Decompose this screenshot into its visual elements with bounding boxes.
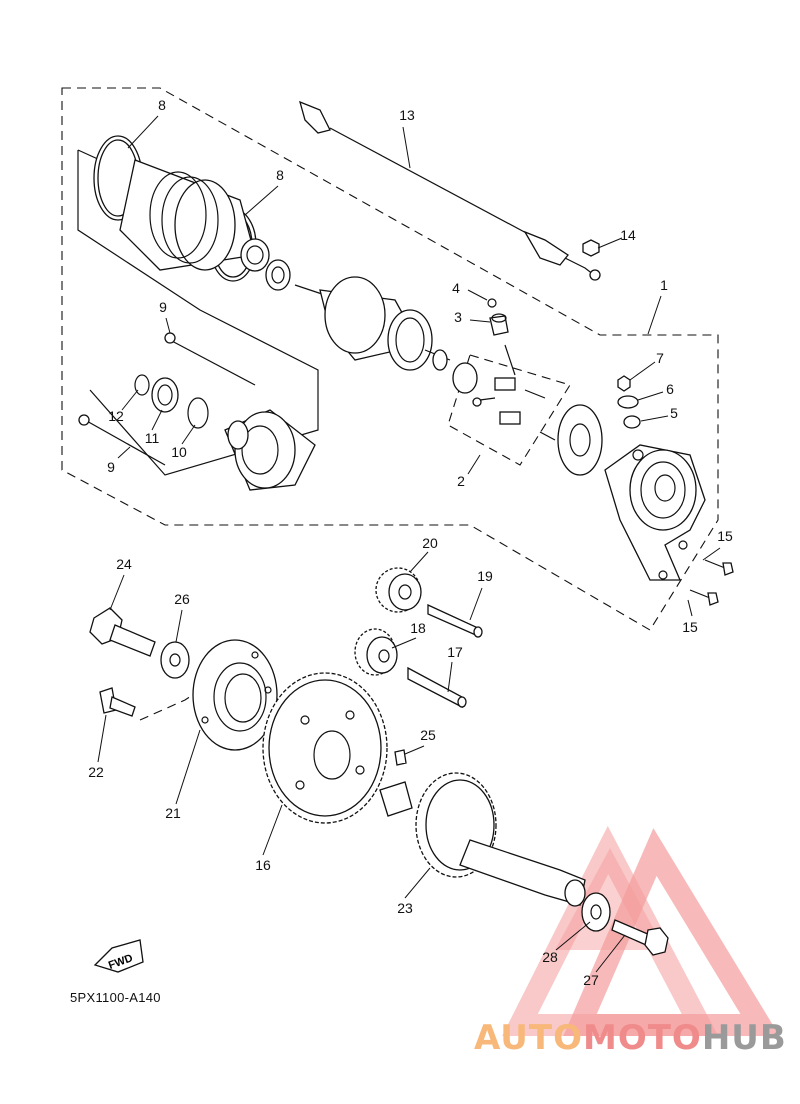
callout-c7: 7	[656, 350, 664, 366]
callout-c14: 14	[620, 227, 636, 243]
callout-labels: 1234567889910111213141515161718192021222…	[88, 97, 733, 988]
callout-c2: 2	[457, 473, 465, 489]
idle-gear-18	[354, 628, 398, 676]
large-gear-16	[262, 672, 388, 824]
armature	[294, 276, 478, 394]
callout-c22: 22	[88, 764, 104, 780]
callout-c3: 3	[454, 309, 462, 325]
callout-c24: 24	[116, 556, 132, 572]
callout-c12: 12	[108, 408, 124, 424]
leader-lines	[97, 115, 721, 973]
callout-c19: 19	[477, 568, 493, 584]
front-cover	[224, 409, 316, 491]
bolt-27	[611, 919, 669, 956]
lead-wire	[299, 100, 601, 281]
callout-c23: 23	[397, 900, 413, 916]
starter-shaft-23	[379, 772, 586, 907]
motor-yoke	[119, 159, 270, 272]
callout-c5: 5	[670, 405, 678, 421]
callout-c21: 21	[165, 805, 181, 821]
callout-c28: 28	[542, 949, 558, 965]
brand-part-hub: HUB	[701, 1018, 787, 1058]
callout-c15b: 15	[682, 619, 698, 635]
callout-c15a: 15	[717, 528, 733, 544]
brand-part-moto: MOTO	[582, 1018, 702, 1058]
brush-holder	[472, 344, 556, 441]
idle-gear-20	[375, 567, 422, 613]
bolt-22	[99, 687, 136, 717]
callout-c25: 25	[420, 727, 436, 743]
callout-c4: 4	[452, 280, 460, 296]
callout-c1: 1	[660, 277, 668, 293]
callout-c11: 11	[145, 430, 160, 446]
callout-c27: 27	[583, 972, 599, 988]
callout-c13: 13	[399, 107, 415, 123]
pinion-gear-11	[151, 377, 179, 413]
callout-c8b: 8	[276, 167, 284, 183]
callout-c17: 17	[447, 644, 463, 660]
brush-holder-box	[447, 354, 571, 466]
brand-part-auto: AUTO	[474, 1018, 583, 1058]
callout-c6: 6	[666, 381, 674, 397]
starter-motor-outline	[77, 150, 319, 476]
watermark-brand: AUTOMOTOHUB	[474, 1018, 787, 1058]
group-boundary-upper	[61, 87, 719, 631]
diagram-code: 5PX1100-A140	[70, 990, 161, 1005]
callout-c9b: 9	[107, 459, 115, 475]
callout-c10: 10	[171, 444, 187, 460]
callout-c9a: 9	[159, 299, 167, 315]
callout-c18: 18	[410, 620, 426, 636]
callout-c8a: 8	[158, 97, 166, 113]
starter-clutch-21	[192, 639, 278, 751]
callout-c26: 26	[174, 591, 190, 607]
callout-c20: 20	[422, 535, 438, 551]
rear-cover	[604, 444, 706, 581]
callout-c16: 16	[255, 857, 271, 873]
fwd-arrow-icon: FWD	[93, 939, 144, 973]
bolt-24	[89, 607, 156, 657]
